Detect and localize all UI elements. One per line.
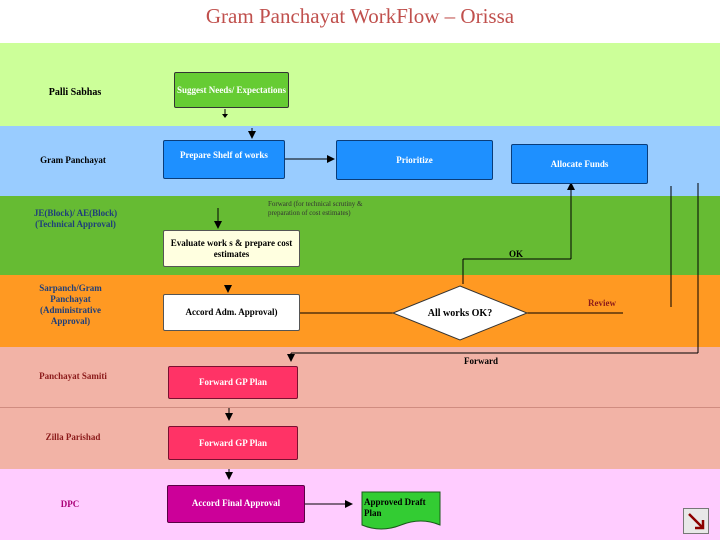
decision-label: All works OK?: [427, 307, 493, 319]
forward-note: Forward (for technical scrutiny & prepar…: [268, 200, 363, 217]
approved-draft-plan-label: Approved Draft Plan: [364, 497, 426, 518]
forward-gp-plan-zilla-box: Forward GP Plan: [168, 426, 298, 460]
lane-label-dpc: DPC: [60, 499, 80, 509]
ok-label: OK: [509, 249, 524, 259]
prioritize-box: Prioritize: [336, 140, 493, 180]
lane-label-sarpanch: Sarpanch/Gram Panchayat (Administrative …: [39, 283, 102, 326]
lane-panchayat-samiti: Panchayat Samiti: [0, 347, 720, 407]
prepare-shelf-box: Prepare Shelf of works: [163, 140, 285, 179]
lane-label-panchayat-samiti: Panchayat Samiti: [39, 371, 107, 381]
review-label: Review: [588, 298, 616, 308]
allocate-funds-box: Allocate Funds: [511, 144, 648, 184]
lane-label-gram-panchayat: Gram Panchayat: [40, 155, 106, 165]
suggest-needs-box: Suggest Needs/ Expectations: [174, 72, 289, 108]
lane-zilla-parishad: Zilla Parishad: [0, 407, 720, 470]
lane-label-zilla-parishad: Zilla Parishad: [45, 432, 101, 442]
accord-adm-approval-box: Accord Adm. Approval): [163, 294, 300, 331]
approved-draft-plan-shape: [361, 491, 441, 530]
return-arrow-icon: [688, 513, 705, 530]
decision-diamond: [392, 285, 528, 341]
lane-je-block: JE(Block)/ AE(Block) (Technical Approval…: [0, 196, 720, 275]
forward-label: Forward: [464, 356, 498, 366]
lane-palli-sabhas: Palli Sabhas: [0, 43, 720, 126]
lane-label-je-block: JE(Block)/ AE(Block) (Technical Approval…: [33, 208, 118, 229]
lane-label-palli-sabhas: Palli Sabhas: [48, 87, 102, 98]
lane-dpc: DPC: [0, 469, 720, 540]
accord-final-approval-box: Accord Final Approval: [167, 485, 305, 523]
forward-gp-plan-samiti-box: Forward GP Plan: [168, 366, 298, 399]
page-title: Gram Panchayat WorkFlow – Orissa: [205, 4, 515, 28]
return-nav-button[interactable]: [683, 508, 709, 534]
lane-sarpanch: Sarpanch/Gram Panchayat (Administrative …: [0, 275, 720, 347]
evaluate-works-box: Evaluate work s & prepare cost estimates: [163, 230, 300, 267]
